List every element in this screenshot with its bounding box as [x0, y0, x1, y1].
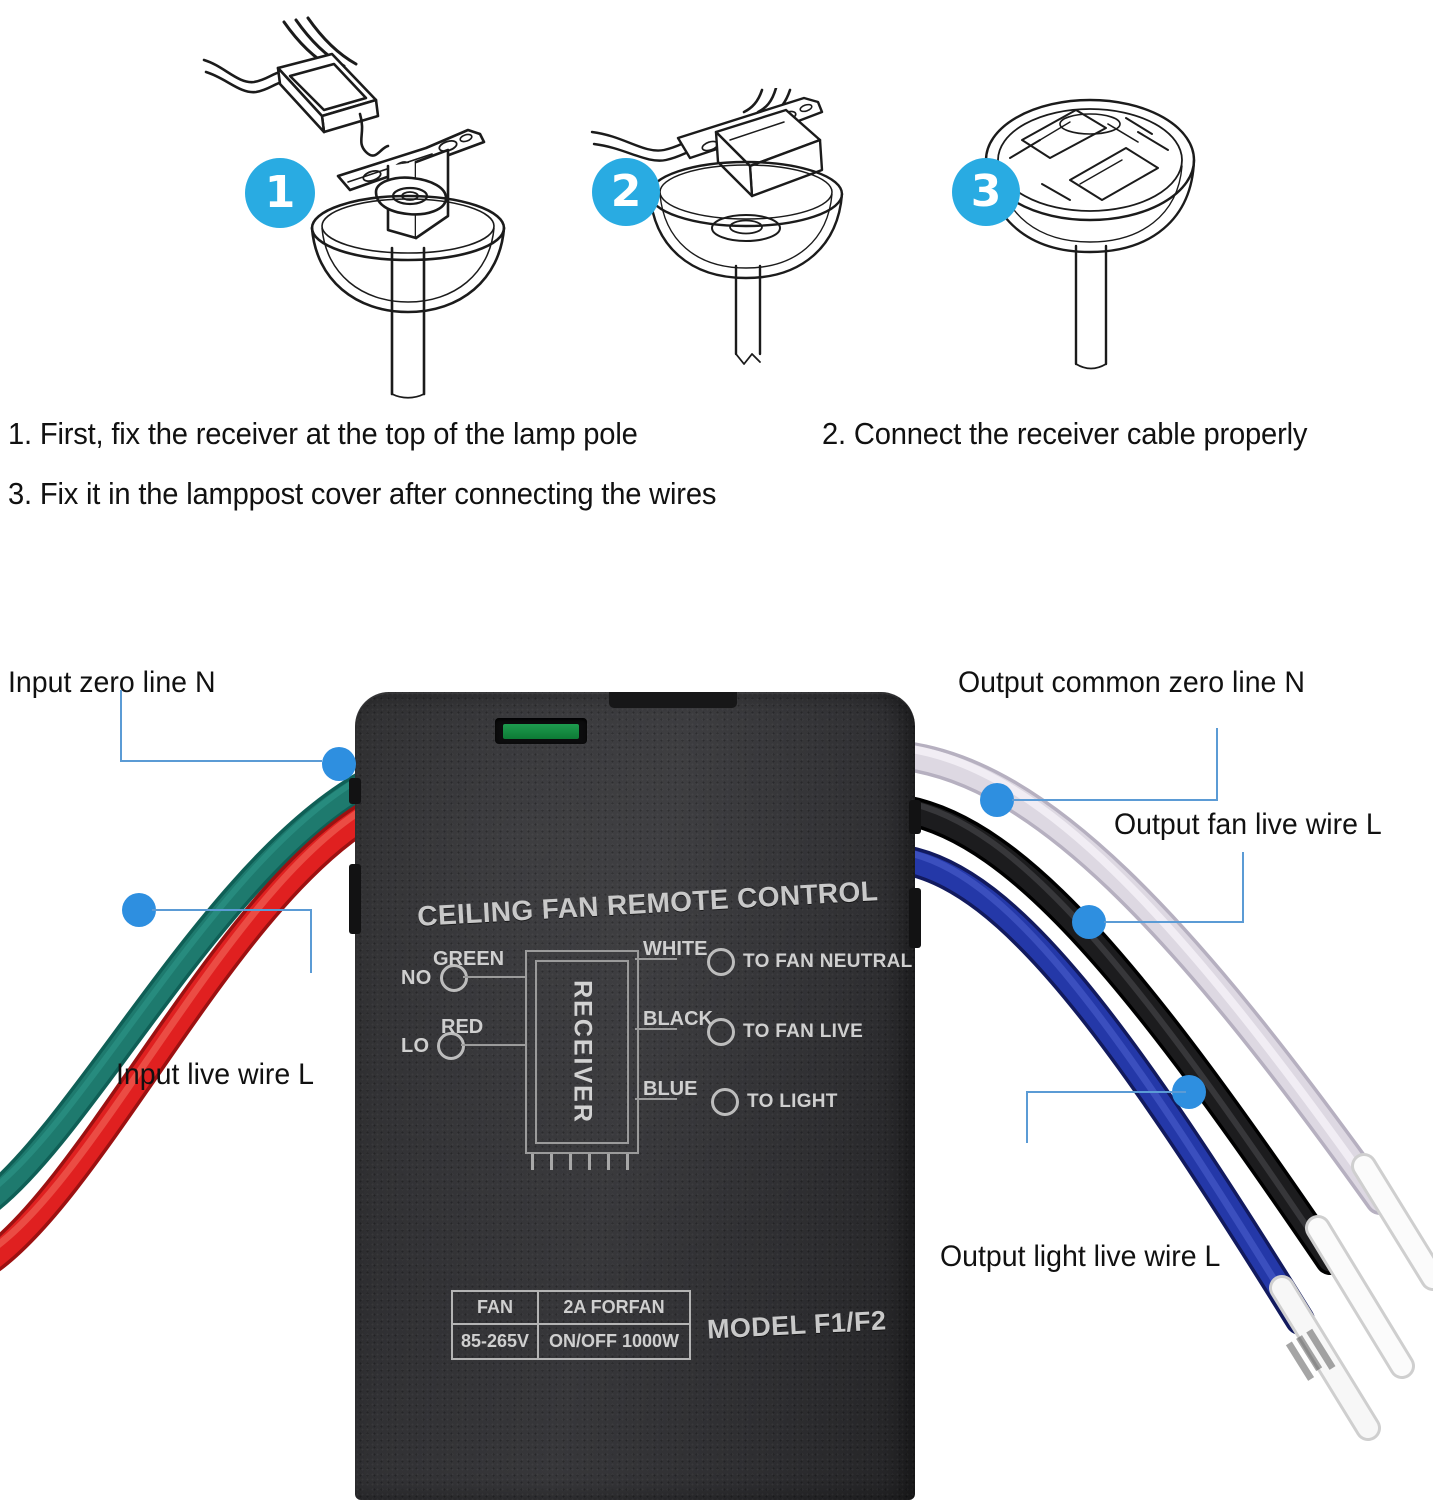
step-1-number: 1: [264, 167, 296, 218]
output-terminal-blue: TO LIGHT: [711, 1088, 838, 1116]
input-lo-trace: [461, 1044, 525, 1046]
callout-dot-input-zero: [322, 747, 356, 781]
callout-dot-output-common-zero: [980, 783, 1014, 817]
wiring-diagram-photo: CEILING FAN REMOTE CONTROL RECEIVER NO G…: [0, 560, 1433, 1500]
device-model-label: MODEL F1/F2: [706, 1305, 888, 1345]
spec-cell-voltage: 85-265V: [453, 1325, 539, 1358]
callout-label-output-light-live: Output light live wire L: [940, 1240, 1221, 1273]
device-label-title: CEILING FAN REMOTE CONTROL: [416, 875, 879, 932]
input-terminal-no-ring: [439, 964, 468, 992]
output-terminal-blue-ring: [711, 1088, 739, 1116]
step-2-badge: 2: [592, 158, 660, 226]
instruction-line-2: 2. Connect the receiver cable properly: [822, 416, 1308, 451]
device-side-tab-right-lower: [909, 888, 921, 948]
instruction-line-1: 1. First, fix the receiver at the top of…: [8, 416, 638, 451]
device-side-tab-left-upper: [349, 778, 361, 804]
device-spec-table: FAN 2A FORFAN 85-265V ON/OFF 1000W: [451, 1290, 691, 1360]
instruction-line-3: 3. Fix it in the lamppost cover after co…: [8, 476, 717, 511]
input-terminal-lo-ring: [437, 1032, 466, 1060]
output-terminal-white: TO FAN NEUTRAL: [707, 948, 913, 976]
callout-dot-input-live: [122, 893, 156, 927]
output-blue-trace: [635, 1098, 677, 1100]
step-3-illustration: [930, 88, 1240, 378]
input-terminal-lo: LO: [401, 1032, 466, 1060]
step-3-badge: 3: [952, 158, 1020, 226]
output-dest-fan-neutral: TO FAN NEUTRAL: [743, 951, 913, 972]
output-terminal-black: TO FAN LIVE: [707, 1018, 863, 1046]
input-terminal-no: NO: [401, 964, 468, 992]
input-live-wire-red: [0, 798, 388, 1267]
output-dest-fan-live: TO FAN LIVE: [743, 1021, 864, 1042]
output-wire-blue-label: BLUE: [643, 1078, 698, 1100]
input-terminal-no-label: NO: [401, 966, 432, 989]
input-wire-red-label: RED: [441, 1016, 484, 1038]
status-led-green: [503, 723, 579, 739]
instruction-text-block: 1. First, fix the receiver at the top of…: [0, 400, 1433, 530]
input-no-trace: [463, 976, 525, 978]
callout-dot-output-fan-live: [1072, 905, 1106, 939]
output-white-trace: [635, 958, 677, 960]
receiver-module-device: CEILING FAN REMOTE CONTROL RECEIVER NO G…: [349, 692, 921, 1500]
installation-steps-section: 1: [0, 0, 1433, 400]
device-side-tab-left-lower: [349, 864, 361, 934]
callout-label-output-common-zero: Output common zero line N: [958, 666, 1305, 699]
step-2-illustration: [580, 86, 880, 378]
input-zero-wire-green: [0, 769, 383, 1206]
callout-label-input-live: Input live wire L: [116, 1058, 315, 1091]
output-wire-white-label: WHITE: [643, 938, 708, 960]
callout-label-output-fan-live: Output fan live wire L: [1114, 808, 1382, 841]
output-wire-black-label: BLACK: [643, 1008, 713, 1030]
output-terminal-white-ring: [707, 948, 735, 976]
output-terminal-black-ring: [707, 1018, 735, 1046]
input-terminal-lo-label: LO: [401, 1034, 430, 1057]
spec-cell-fan-rating: 2A FORFAN: [539, 1292, 689, 1325]
led-indicator-slot: [495, 718, 587, 744]
wire-tip-sleeves: [1269, 1153, 1433, 1441]
step-1-badge: 1: [245, 158, 315, 228]
receiver-box-outline: RECEIVER: [525, 950, 639, 1154]
device-top-notch: [609, 692, 737, 708]
step-2-number: 2: [610, 166, 642, 217]
output-dest-light: TO LIGHT: [747, 1091, 838, 1112]
device-side-tab-right-upper: [909, 800, 921, 834]
receiver-pins: [531, 1154, 629, 1170]
input-wire-green-label: GREEN: [433, 948, 505, 970]
step-3-number: 3: [970, 166, 1002, 217]
receiver-box-inner-outline: [535, 960, 629, 1144]
step-1-illustration: [180, 16, 530, 400]
receiver-box-label: RECEIVER: [568, 980, 597, 1124]
spec-cell-onoff-rating: ON/OFF 1000W: [548, 1331, 680, 1351]
output-black-trace: [635, 1028, 677, 1030]
spec-cell-fan: FAN: [453, 1292, 539, 1325]
callout-label-input-zero: Input zero line N: [8, 666, 216, 699]
